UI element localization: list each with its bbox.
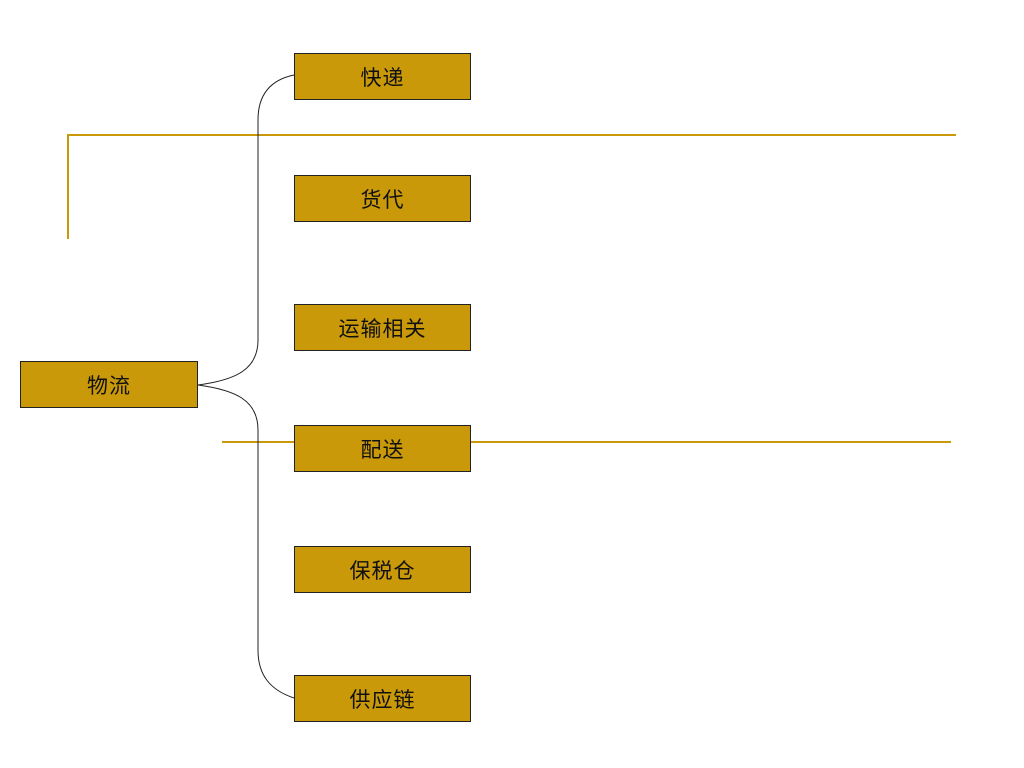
brace-lower <box>197 384 295 699</box>
branch-node-label: 供应链 <box>349 687 416 712</box>
branch-node-express: 快递 <box>294 53 471 100</box>
branch-node-label: 货代 <box>360 187 405 212</box>
branch-node-supply-chain: 供应链 <box>294 675 471 722</box>
branch-node-label: 配送 <box>360 437 405 462</box>
root-node-logistics: 物流 <box>20 361 198 408</box>
top-rule-horizontal <box>67 134 956 136</box>
branch-node-distribution: 配送 <box>294 425 471 472</box>
branch-node-transport: 运输相关 <box>294 304 471 351</box>
brace-upper <box>197 74 295 386</box>
top-rule-vertical <box>67 134 69 239</box>
branch-node-label: 运输相关 <box>338 316 427 341</box>
branch-node-label: 快递 <box>360 65 405 90</box>
middle-rule <box>222 441 951 443</box>
branch-node-bonded-warehouse: 保税仓 <box>294 546 471 593</box>
root-node-label: 物流 <box>87 373 131 398</box>
branch-node-label: 保税仓 <box>349 558 416 583</box>
branch-node-freight-forwarding: 货代 <box>294 175 471 222</box>
